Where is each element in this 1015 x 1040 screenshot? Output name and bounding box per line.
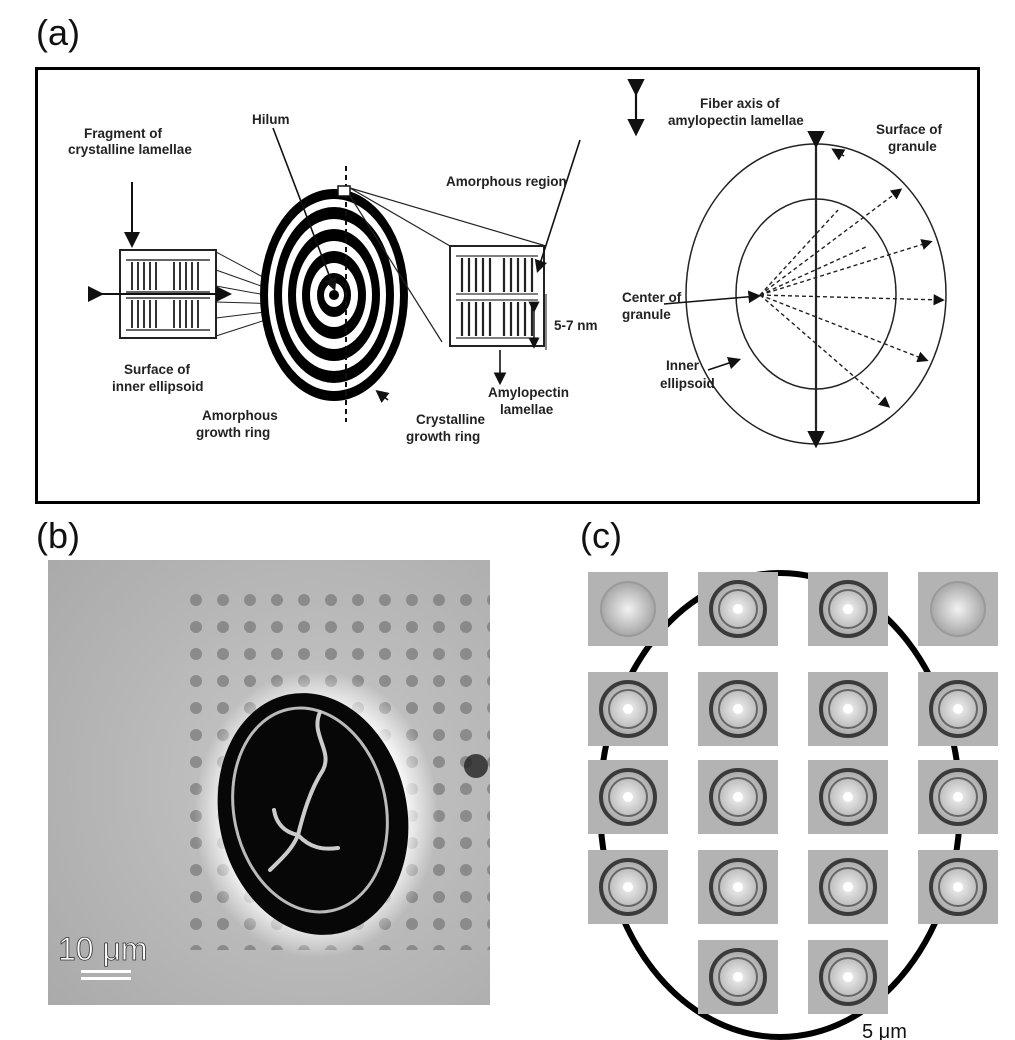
microscopy-tile xyxy=(808,850,888,924)
label-surface-granule-2: granule xyxy=(888,139,937,154)
hilum-pointer xyxy=(272,127,337,291)
crystalline-fragment-box xyxy=(88,182,232,339)
microscopy-tile xyxy=(808,940,888,1014)
label-center-granule-2: granule xyxy=(622,307,671,322)
label-amylopectin-1: Amylopectin xyxy=(488,385,569,400)
label-crystalline-ring-1: Crystalline xyxy=(416,412,486,427)
microscopy-tile xyxy=(588,672,668,746)
tile-grid xyxy=(588,572,998,1014)
microscopy-tile xyxy=(808,760,888,834)
amorphous-region-pointer xyxy=(534,139,581,274)
microscopy-tile xyxy=(588,850,668,924)
scale-bar-b-1 xyxy=(81,970,131,973)
surface-pointer xyxy=(831,148,846,161)
hilum-crack xyxy=(268,710,340,872)
label-amorphous-region: Amorphous region xyxy=(446,174,567,189)
scale-bar-b-2 xyxy=(81,977,131,980)
microscopy-tile xyxy=(918,672,998,746)
label-inner-ellipsoid-1: Inner xyxy=(666,358,700,373)
amylopectin-lamellae-box xyxy=(449,245,547,350)
label-inner-ellipsoid-2: ellipsoid xyxy=(660,376,715,391)
panel-b-micrograph: 10 μm xyxy=(48,560,490,1005)
microscopy-tile xyxy=(918,850,998,924)
center-pointer xyxy=(663,290,762,305)
label-hilum: Hilum xyxy=(252,112,290,127)
panel-a-frame: Fragment of crystalline lamellae Hilum A… xyxy=(35,67,980,504)
label-surface-granule-1: Surface of xyxy=(876,122,943,137)
ellipsoid-model xyxy=(685,130,947,449)
label-amorphous-ring-1: Amorphous xyxy=(202,408,278,423)
granule-inner-ring xyxy=(231,706,389,914)
microscopy-tile xyxy=(698,572,778,646)
label-size: 5-7 nm xyxy=(554,318,598,333)
microscopy-tile xyxy=(698,850,778,924)
granule-body xyxy=(217,693,409,935)
label-crystalline-ring-2: growth ring xyxy=(406,429,480,444)
microscopy-tile xyxy=(698,760,778,834)
label-center-granule-1: Center of xyxy=(622,290,682,305)
artifact-spot xyxy=(464,754,488,778)
panel-a-label: (a) xyxy=(36,12,80,53)
label-amorphous-ring-2: growth ring xyxy=(196,425,270,440)
label-fiber-axis-2: amylopectin lamellae xyxy=(668,113,804,128)
label-amylopectin-2: lamellae xyxy=(500,402,554,417)
label-fiber-axis-1: Fiber axis of xyxy=(700,96,780,111)
panel-b-label: (b) xyxy=(36,515,80,556)
label-surface-inner-1: Surface of xyxy=(124,362,191,377)
panel-a-diagram: Fragment of crystalline lamellae Hilum A… xyxy=(68,78,947,449)
microscopy-tile xyxy=(698,940,778,1014)
panel-c-label: (c) xyxy=(580,515,622,556)
label-surface-inner-2: inner ellipsoid xyxy=(112,379,204,394)
crystalline-ring-pointer xyxy=(375,390,390,403)
scale-bar-label-b: 10 μm xyxy=(58,931,148,967)
microscopy-tile xyxy=(808,572,888,646)
label-fragment-1: Fragment of xyxy=(84,126,163,141)
zoom-connectors xyxy=(349,187,547,343)
inner-ellipsoid-pointer xyxy=(707,356,742,371)
panel-c-montage: 5 μm xyxy=(588,570,998,1040)
microscopy-tile xyxy=(588,572,668,646)
scale-bar-label-c: 5 μm xyxy=(862,1021,907,1040)
label-fragment-2: crystalline lamellae xyxy=(68,142,192,157)
microscopy-tile xyxy=(918,572,998,646)
microscopy-tile xyxy=(588,760,668,834)
granule-rings xyxy=(260,166,408,422)
microscopy-tile xyxy=(698,672,778,746)
microscopy-tile xyxy=(918,760,998,834)
microscopy-tile xyxy=(808,672,888,746)
